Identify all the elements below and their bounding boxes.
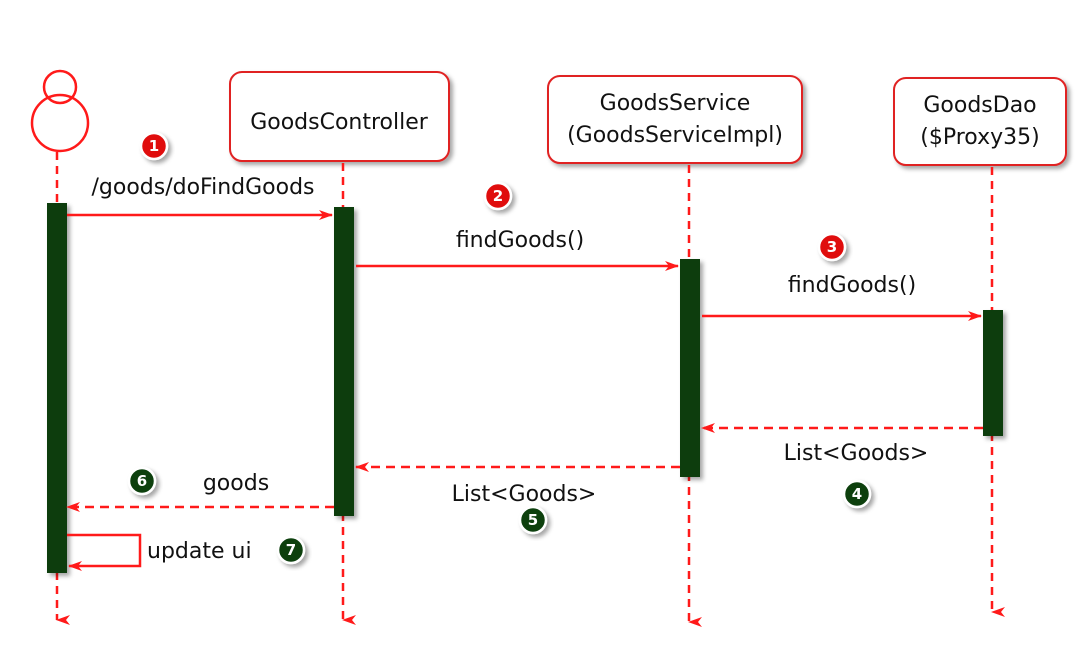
participant-goods-service-impl-label: (GoodsServiceImpl) — [567, 123, 783, 148]
return-label-5: List<Goods> — [452, 482, 597, 507]
participant-goods-controller — [229, 71, 450, 162]
participant-goods-service-label: GoodsService — [600, 91, 751, 116]
svg-text:5: 5 — [528, 511, 538, 529]
svg-text:7: 7 — [286, 541, 296, 559]
step-badge-3: 3 — [817, 232, 847, 262]
svg-text:4: 4 — [852, 485, 862, 503]
message-label-2: findGoods() — [456, 228, 584, 253]
svg-text:3: 3 — [827, 238, 837, 256]
activation-bar-goods-service — [680, 259, 700, 477]
step-badge-2: 2 — [483, 181, 513, 211]
activation-bar-user — [47, 203, 67, 573]
step-badge-5: 5 — [518, 505, 548, 535]
participant-goods-controller-label: GoodsController — [250, 110, 429, 135]
return-label-4: List<Goods> — [784, 441, 929, 466]
svg-text:1: 1 — [149, 137, 159, 155]
step-badge-1: 1 — [139, 131, 169, 161]
svg-text:2: 2 — [493, 187, 503, 205]
step-badge-4: 4 — [842, 479, 872, 509]
self-message-label-7: update ui — [147, 539, 252, 564]
participant-goods-dao — [893, 77, 1067, 166]
participant-goods-dao-label: GoodsDao — [923, 93, 1036, 118]
step-badge-7: 7 — [276, 535, 306, 565]
svg-text:6: 6 — [137, 472, 147, 490]
self-message-arrow-7 — [67, 533, 142, 571]
activation-bar-goods-controller — [334, 207, 354, 516]
return-label-6: goods — [203, 471, 269, 496]
activation-bar-goods-dao — [983, 310, 1003, 436]
message-label-1: /goods/doFindGoods — [91, 175, 314, 200]
step-badge-6: 6 — [127, 466, 157, 496]
user-icon — [30, 69, 90, 153]
message-label-3: findGoods() — [788, 273, 916, 298]
participant-goods-service — [547, 75, 803, 164]
participant-goods-dao-proxy-label: ($Proxy35) — [920, 125, 1039, 150]
